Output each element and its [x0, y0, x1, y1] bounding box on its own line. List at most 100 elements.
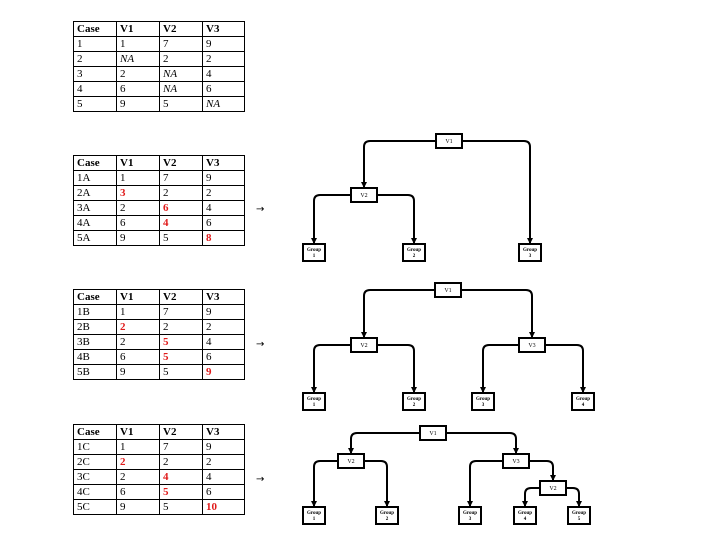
node-box	[458, 506, 482, 525]
node-box	[539, 480, 567, 496]
split-node: V1	[419, 425, 447, 441]
table-cell: 5	[159, 96, 203, 112]
tree-edge	[461, 289, 535, 338]
tree-edge	[361, 289, 435, 338]
node-label: V3	[512, 459, 519, 465]
node-box	[302, 243, 326, 262]
column-header: V3	[202, 424, 245, 440]
table-cell: 6	[202, 484, 245, 500]
split-node: V2	[350, 337, 378, 353]
imputed-cell: 8	[202, 230, 245, 246]
table-cell: 1C	[73, 439, 117, 455]
tree-edge	[467, 460, 503, 507]
arrow-icon: →	[256, 339, 264, 350]
table-cell: 5	[73, 96, 117, 112]
node-box	[402, 243, 426, 262]
node-box	[513, 506, 537, 525]
imputed-cell: 10	[202, 499, 245, 515]
table-cell: 3A	[73, 200, 117, 216]
table-cell: 6	[202, 81, 245, 97]
node-box	[350, 187, 378, 203]
arrow-icon: →	[256, 204, 264, 215]
split-node: V1	[435, 133, 463, 149]
node-label: V2	[360, 193, 367, 199]
node-box	[571, 392, 595, 411]
split-node: V2	[350, 187, 378, 203]
tree-edge	[446, 432, 519, 454]
split-node: V3	[518, 337, 546, 353]
tree-edge	[462, 140, 533, 244]
node-label: V3	[528, 343, 535, 349]
missing-cell: NA	[116, 51, 160, 67]
imputed-cell: 9	[202, 364, 245, 380]
arrow-icon: →	[256, 474, 264, 485]
split-node: V3	[502, 453, 530, 469]
node-box	[419, 425, 447, 441]
node-box	[518, 337, 546, 353]
tree-edge	[311, 460, 338, 507]
split-node: V2	[539, 480, 567, 496]
node-label: V2	[549, 486, 556, 492]
node-box	[567, 506, 591, 525]
column-header: V2	[159, 289, 203, 305]
column-header: V1	[116, 289, 160, 305]
tree-edge	[311, 344, 351, 393]
tree-edge	[522, 487, 540, 507]
table-cell: 2	[202, 51, 245, 67]
tree-edge	[311, 194, 351, 244]
table-cell: 1A	[73, 170, 117, 186]
node-box	[518, 243, 542, 262]
node-box	[350, 337, 378, 353]
node-label: V1	[445, 139, 452, 145]
tree-edge	[529, 460, 556, 481]
node-box	[502, 453, 530, 469]
tree-edge	[348, 432, 420, 454]
column-header: V3	[202, 155, 245, 171]
tree-edge	[377, 344, 417, 393]
node-box	[402, 392, 426, 411]
node-label: V1	[429, 431, 436, 437]
node-label: V2	[347, 459, 354, 465]
tree-edge	[566, 487, 582, 507]
node-box	[302, 506, 326, 525]
node-box	[434, 282, 462, 298]
tree-edge	[480, 344, 519, 393]
node-label: V1	[444, 288, 451, 294]
node-box	[471, 392, 495, 411]
node-box	[375, 506, 399, 525]
